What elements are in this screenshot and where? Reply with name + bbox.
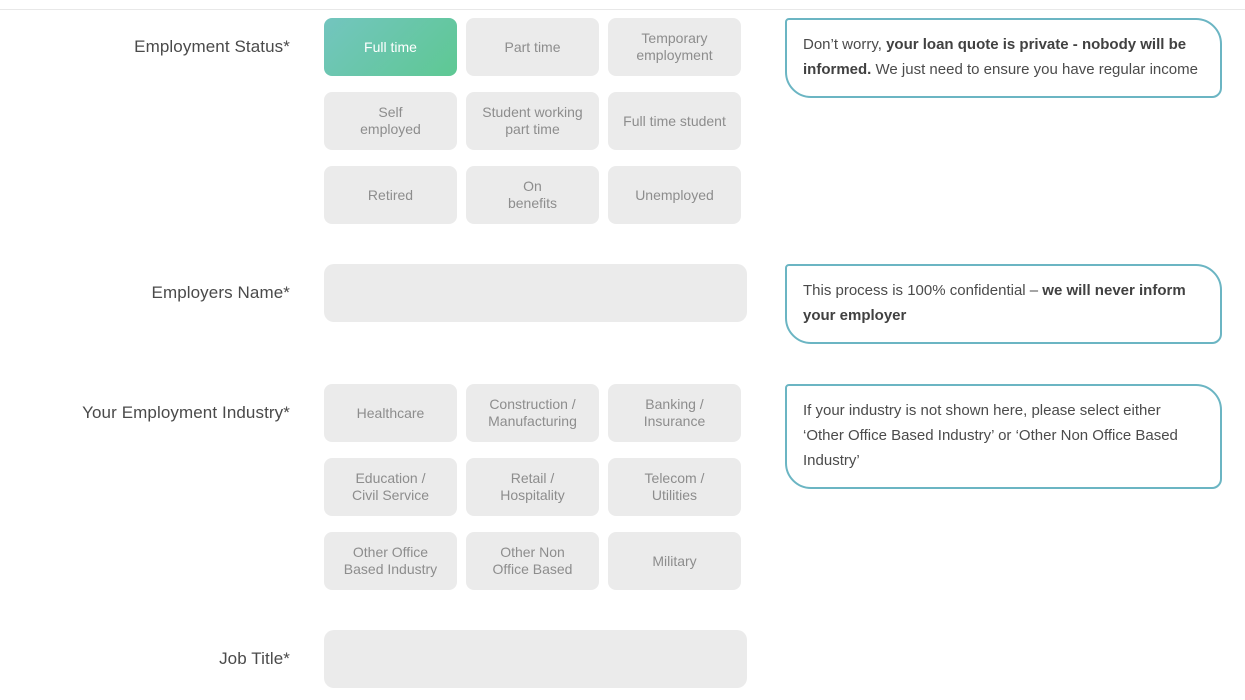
option-full-time-student[interactable]: Full time student <box>608 92 741 150</box>
employment-industry-tooltip: If your industry is not shown here, plea… <box>785 384 1222 489</box>
job-title-label: Job Title* <box>219 649 290 668</box>
option-banking-insurance[interactable]: Banking / Insurance <box>608 384 741 442</box>
option-student-working-part-time[interactable]: Student working part time <box>466 92 599 150</box>
employers-name-label: Employers Name* <box>151 283 290 302</box>
option-temporary-employment[interactable]: Temporary employment <box>608 18 741 76</box>
option-construction-manufacturing[interactable]: Construction / Manufacturing <box>466 384 599 442</box>
job-title-field-col <box>324 630 749 688</box>
tooltip-text-segment: This process is 100% confidential – <box>803 282 1043 299</box>
employment-industry-grid: Healthcare Construction / Manufacturing … <box>324 384 749 590</box>
employment-status-options: Full time Part time Temporary employment… <box>324 18 749 224</box>
job-title-input[interactable] <box>324 630 747 688</box>
employment-industry-tooltip-col: If your industry is not shown here, plea… <box>785 384 1222 489</box>
employers-name-label-col: Employers Name* <box>0 264 290 322</box>
option-self-employed[interactable]: Self employed <box>324 92 457 150</box>
employment-industry-label-col: Your Employment Industry* <box>0 384 290 442</box>
tooltip-text-segment-bold: your loan quote is private - nobody will… <box>803 36 1187 78</box>
option-other-office-based-industry[interactable]: Other Office Based Industry <box>324 532 457 590</box>
employment-industry-options: Healthcare Construction / Manufacturing … <box>324 384 749 590</box>
tooltip-text-segment-bold: we will never inform your employer <box>803 282 1186 324</box>
option-on-benefits[interactable]: On benefits <box>466 166 599 224</box>
employment-status-tooltip: Don’t worry, your loan quote is private … <box>785 18 1222 98</box>
tooltip-text-segment: We just need to ensure you have regular … <box>871 61 1198 78</box>
section-employment-status: Employment Status* Full time Part time T… <box>0 18 1245 224</box>
option-other-non-office-based[interactable]: Other Non Office Based <box>466 532 599 590</box>
section-employers-name: Employers Name* This process is 100% con… <box>0 264 1245 344</box>
section-job-title: Job Title* <box>0 630 1245 688</box>
employers-name-field-col <box>324 264 749 322</box>
employers-name-tooltip-col: This process is 100% confidential – we w… <box>785 264 1222 344</box>
tooltip-text-segment: If your industry is not shown here, plea… <box>803 402 1178 469</box>
option-military[interactable]: Military <box>608 532 741 590</box>
section-employment-industry: Your Employment Industry* Healthcare Con… <box>0 384 1245 590</box>
top-divider <box>0 9 1245 10</box>
employers-name-input[interactable] <box>324 264 747 322</box>
option-telecom-utilities[interactable]: Telecom / Utilities <box>608 458 741 516</box>
employment-status-grid: Full time Part time Temporary employment… <box>324 18 749 224</box>
employment-industry-label: Your Employment Industry* <box>82 403 290 422</box>
employment-status-label: Employment Status* <box>134 37 290 56</box>
loan-application-form: Employment Status* Full time Part time T… <box>0 10 1245 688</box>
option-full-time[interactable]: Full time <box>324 18 457 76</box>
option-unemployed[interactable]: Unemployed <box>608 166 741 224</box>
option-retail-hospitality[interactable]: Retail / Hospitality <box>466 458 599 516</box>
option-healthcare[interactable]: Healthcare <box>324 384 457 442</box>
employers-name-tooltip: This process is 100% confidential – we w… <box>785 264 1222 344</box>
tooltip-text-segment: Don’t worry, <box>803 36 887 53</box>
employment-status-tooltip-col: Don’t worry, your loan quote is private … <box>785 18 1222 98</box>
option-retired[interactable]: Retired <box>324 166 457 224</box>
job-title-label-col: Job Title* <box>0 630 290 688</box>
employment-status-label-col: Employment Status* <box>0 18 290 76</box>
option-part-time[interactable]: Part time <box>466 18 599 76</box>
option-education-civil-service[interactable]: Education / Civil Service <box>324 458 457 516</box>
